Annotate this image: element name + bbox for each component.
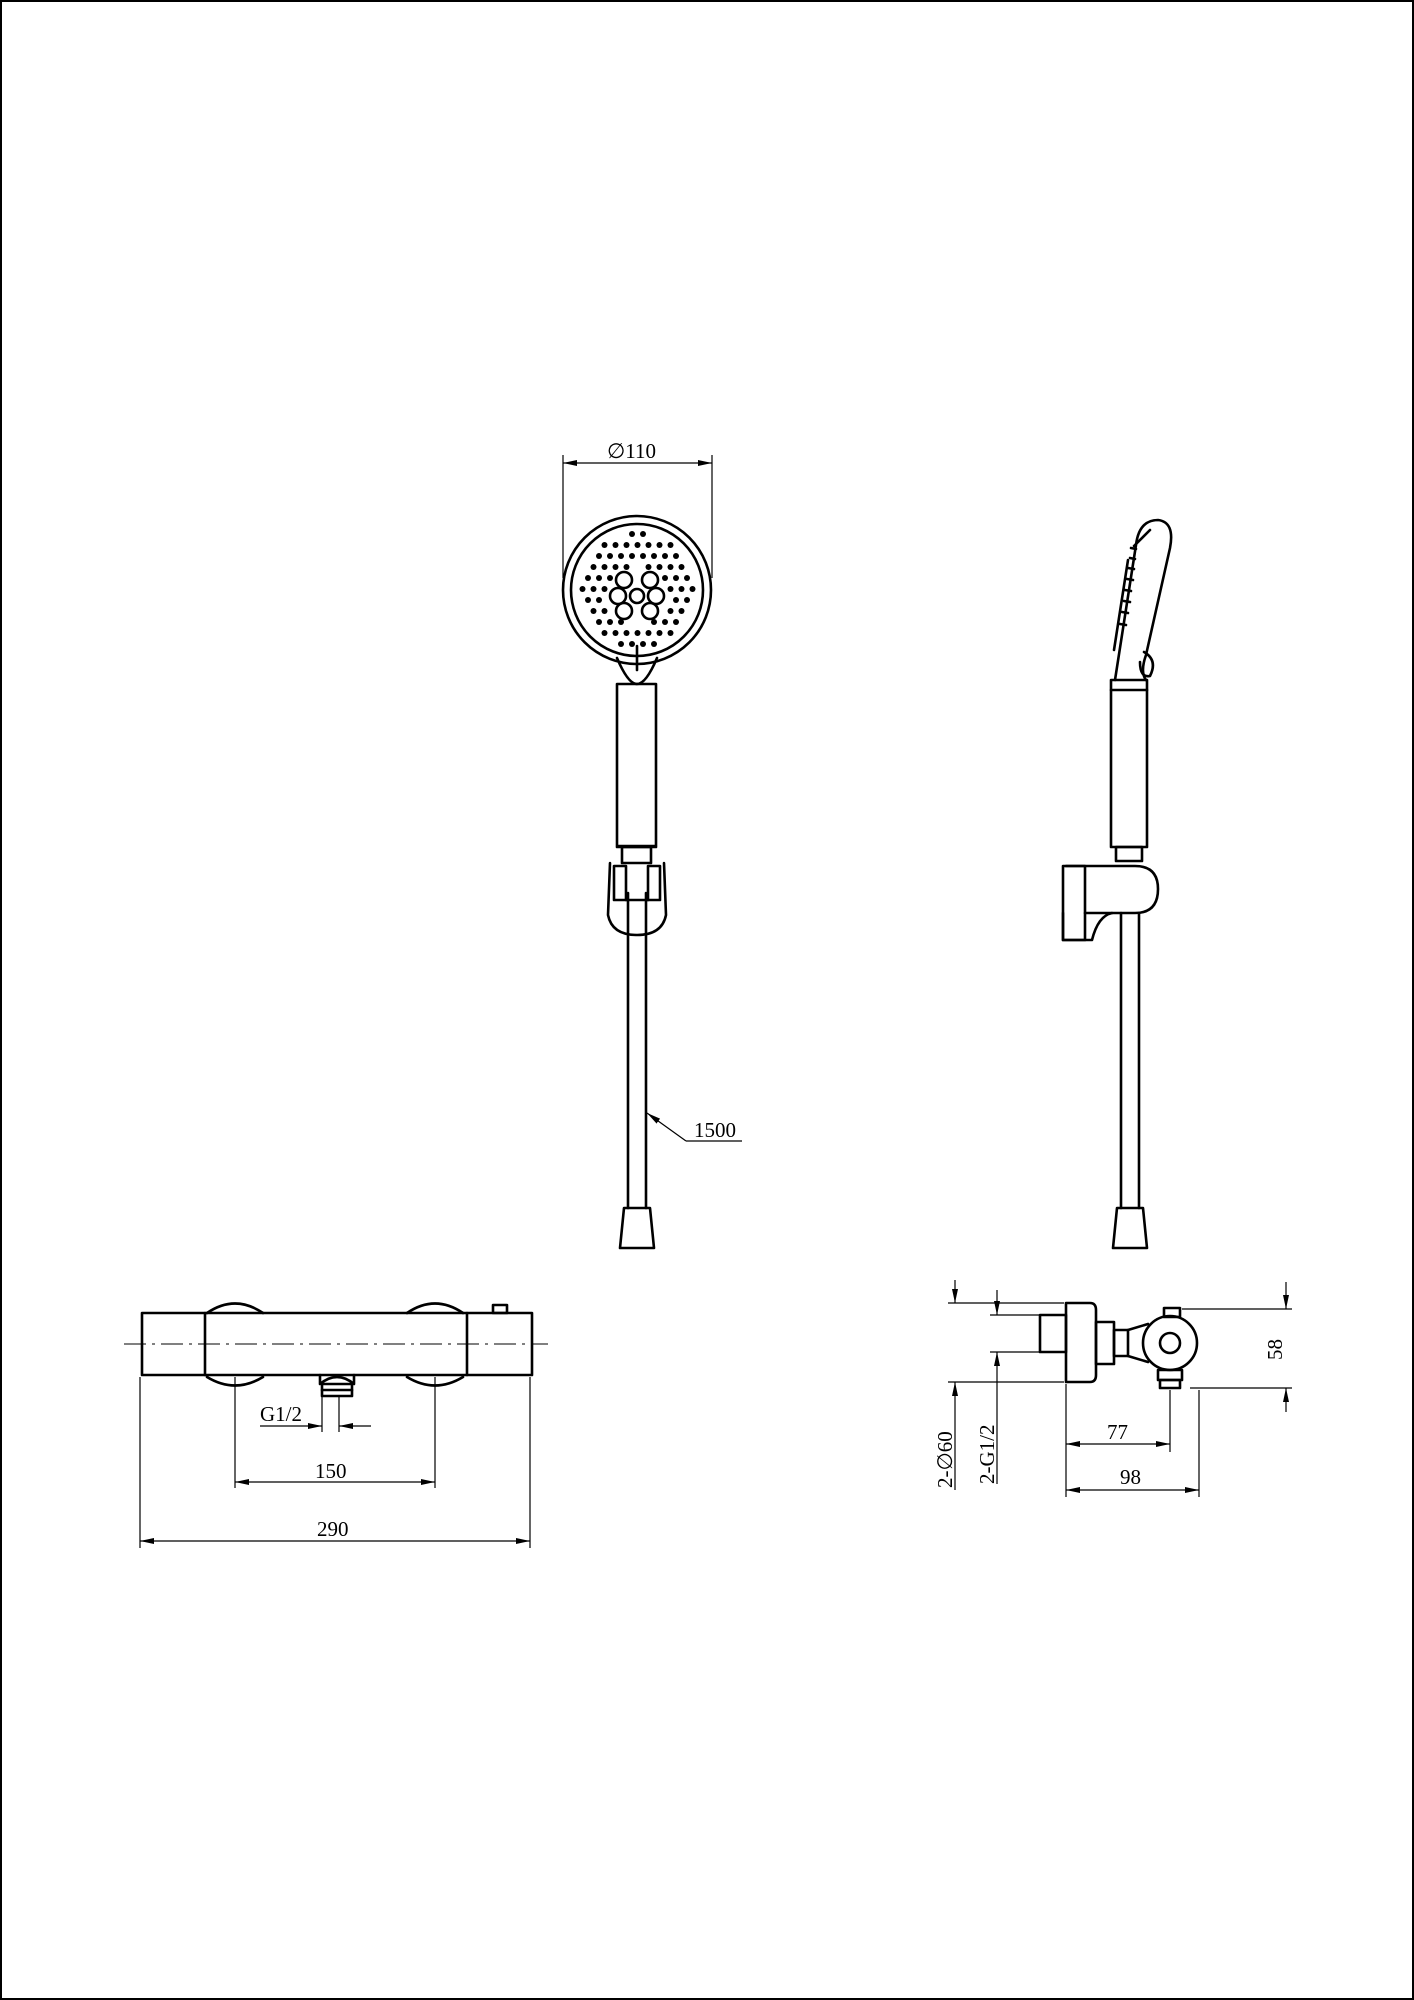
nozzle-dot xyxy=(678,564,685,570)
inlet-centers-label: 150 xyxy=(315,1459,347,1483)
nozzle-dot xyxy=(634,630,641,636)
nozzle-dot xyxy=(662,553,668,559)
overall-width-label: 290 xyxy=(317,1517,349,1541)
inlet-thread-dimension: G1/2 xyxy=(260,1396,371,1432)
nozzle-dot xyxy=(634,542,641,548)
nozzle-dot xyxy=(579,586,586,592)
side-nozzle-ticks xyxy=(1118,546,1138,627)
nozzle-dot xyxy=(601,630,608,636)
nozzle-dot xyxy=(645,542,652,548)
nozzle-dot xyxy=(596,575,602,581)
overall-width-dimension: 290 xyxy=(139,1377,531,1548)
nozzle-dot xyxy=(667,586,674,592)
nozzle-dot xyxy=(667,608,674,614)
mixer-front-view: G1/2 150 290 xyxy=(124,1302,548,1548)
side-height-dimension: 58 xyxy=(1182,1282,1292,1412)
hose-length-dimension: 1500 xyxy=(646,1112,742,1142)
hose-length-label: 1500 xyxy=(694,1118,736,1142)
nozzle-dot xyxy=(645,630,652,636)
nozzle-dot xyxy=(596,597,602,603)
nozzle-dot xyxy=(607,553,613,559)
nozzle-dot xyxy=(640,531,646,537)
nozzle-dot xyxy=(651,641,657,647)
nozzle-dot xyxy=(656,542,663,548)
nozzle-dot xyxy=(585,575,591,581)
nozzle-dot xyxy=(623,542,630,548)
side-depth-77-label: 77 xyxy=(1107,1420,1128,1444)
nozzle-dot xyxy=(596,553,602,559)
nozzle-dot xyxy=(662,619,668,625)
nozzle-pattern xyxy=(579,531,696,647)
nozzle-dot xyxy=(596,619,602,625)
nozzle-dot xyxy=(645,564,652,570)
nozzle-dot xyxy=(651,553,657,559)
nozzle-dot xyxy=(673,575,679,581)
nozzle-dot xyxy=(651,619,657,625)
side-depth-77-dimension: 77 xyxy=(1065,1384,1171,1497)
nozzle-dot xyxy=(607,575,613,581)
nozzle-dot xyxy=(601,608,608,614)
side-thread-label: 2-G1/2 xyxy=(975,1425,999,1485)
mixer-side-view: 2-∅60 2-G1/2 77 98 58 xyxy=(933,1280,1292,1497)
nozzle-dot xyxy=(607,619,613,625)
nozzle-dot xyxy=(684,597,690,603)
head-diameter-label: ∅110 xyxy=(607,439,656,463)
nozzle-dot xyxy=(656,630,663,636)
hand-shower-side-view xyxy=(1061,518,1173,1250)
nozzle-dot xyxy=(601,586,608,592)
nozzle-dot xyxy=(612,564,619,570)
nozzle-dot xyxy=(678,608,685,614)
nozzle-dot xyxy=(590,564,597,570)
nozzle-dot xyxy=(618,619,624,625)
nozzle-dot xyxy=(689,586,696,592)
nozzle-dot xyxy=(656,564,663,570)
nozzle-dot xyxy=(585,597,591,603)
nozzle-dot xyxy=(629,531,635,537)
nozzle-dot xyxy=(662,575,668,581)
inlet-thread-label: G1/2 xyxy=(260,1402,302,1426)
inlet-centers-dimension: 150 xyxy=(234,1377,436,1488)
nozzle-dot xyxy=(667,542,674,548)
side-flange-diameter-dimension: 2-∅60 xyxy=(933,1280,1064,1490)
nozzle-dot xyxy=(618,553,624,559)
nozzle-dot xyxy=(678,586,685,592)
nozzle-dot xyxy=(612,630,619,636)
center-rosette xyxy=(608,570,666,621)
nozzle-dot xyxy=(640,553,646,559)
nozzle-dot xyxy=(629,641,635,647)
nozzle-dot xyxy=(629,553,635,559)
nozzle-dot xyxy=(667,564,674,570)
nozzle-dot xyxy=(590,586,597,592)
hand-shower-front-view: ∅110 xyxy=(561,439,742,1250)
nozzle-dot xyxy=(640,641,646,647)
nozzle-dot xyxy=(667,630,674,636)
side-depth-98-dimension: 98 xyxy=(1066,1390,1200,1497)
nozzle-dot xyxy=(612,542,619,548)
nozzle-dot xyxy=(673,553,679,559)
nozzle-dot xyxy=(673,619,679,625)
side-thread-dimension: 2-G1/2 xyxy=(975,1290,1040,1484)
side-height-label: 58 xyxy=(1263,1339,1287,1360)
nozzle-dot xyxy=(618,641,624,647)
nozzle-dot xyxy=(601,542,608,548)
side-flange-diameter-label: 2-∅60 xyxy=(933,1431,957,1488)
nozzle-dot xyxy=(684,575,690,581)
nozzle-dot xyxy=(590,608,597,614)
nozzle-dot xyxy=(623,564,630,570)
nozzle-dot xyxy=(601,564,608,570)
nozzle-dot xyxy=(623,630,630,636)
nozzle-dot xyxy=(673,597,679,603)
side-depth-98-label: 98 xyxy=(1120,1465,1141,1489)
head-diameter-dimension: ∅110 xyxy=(562,439,713,578)
